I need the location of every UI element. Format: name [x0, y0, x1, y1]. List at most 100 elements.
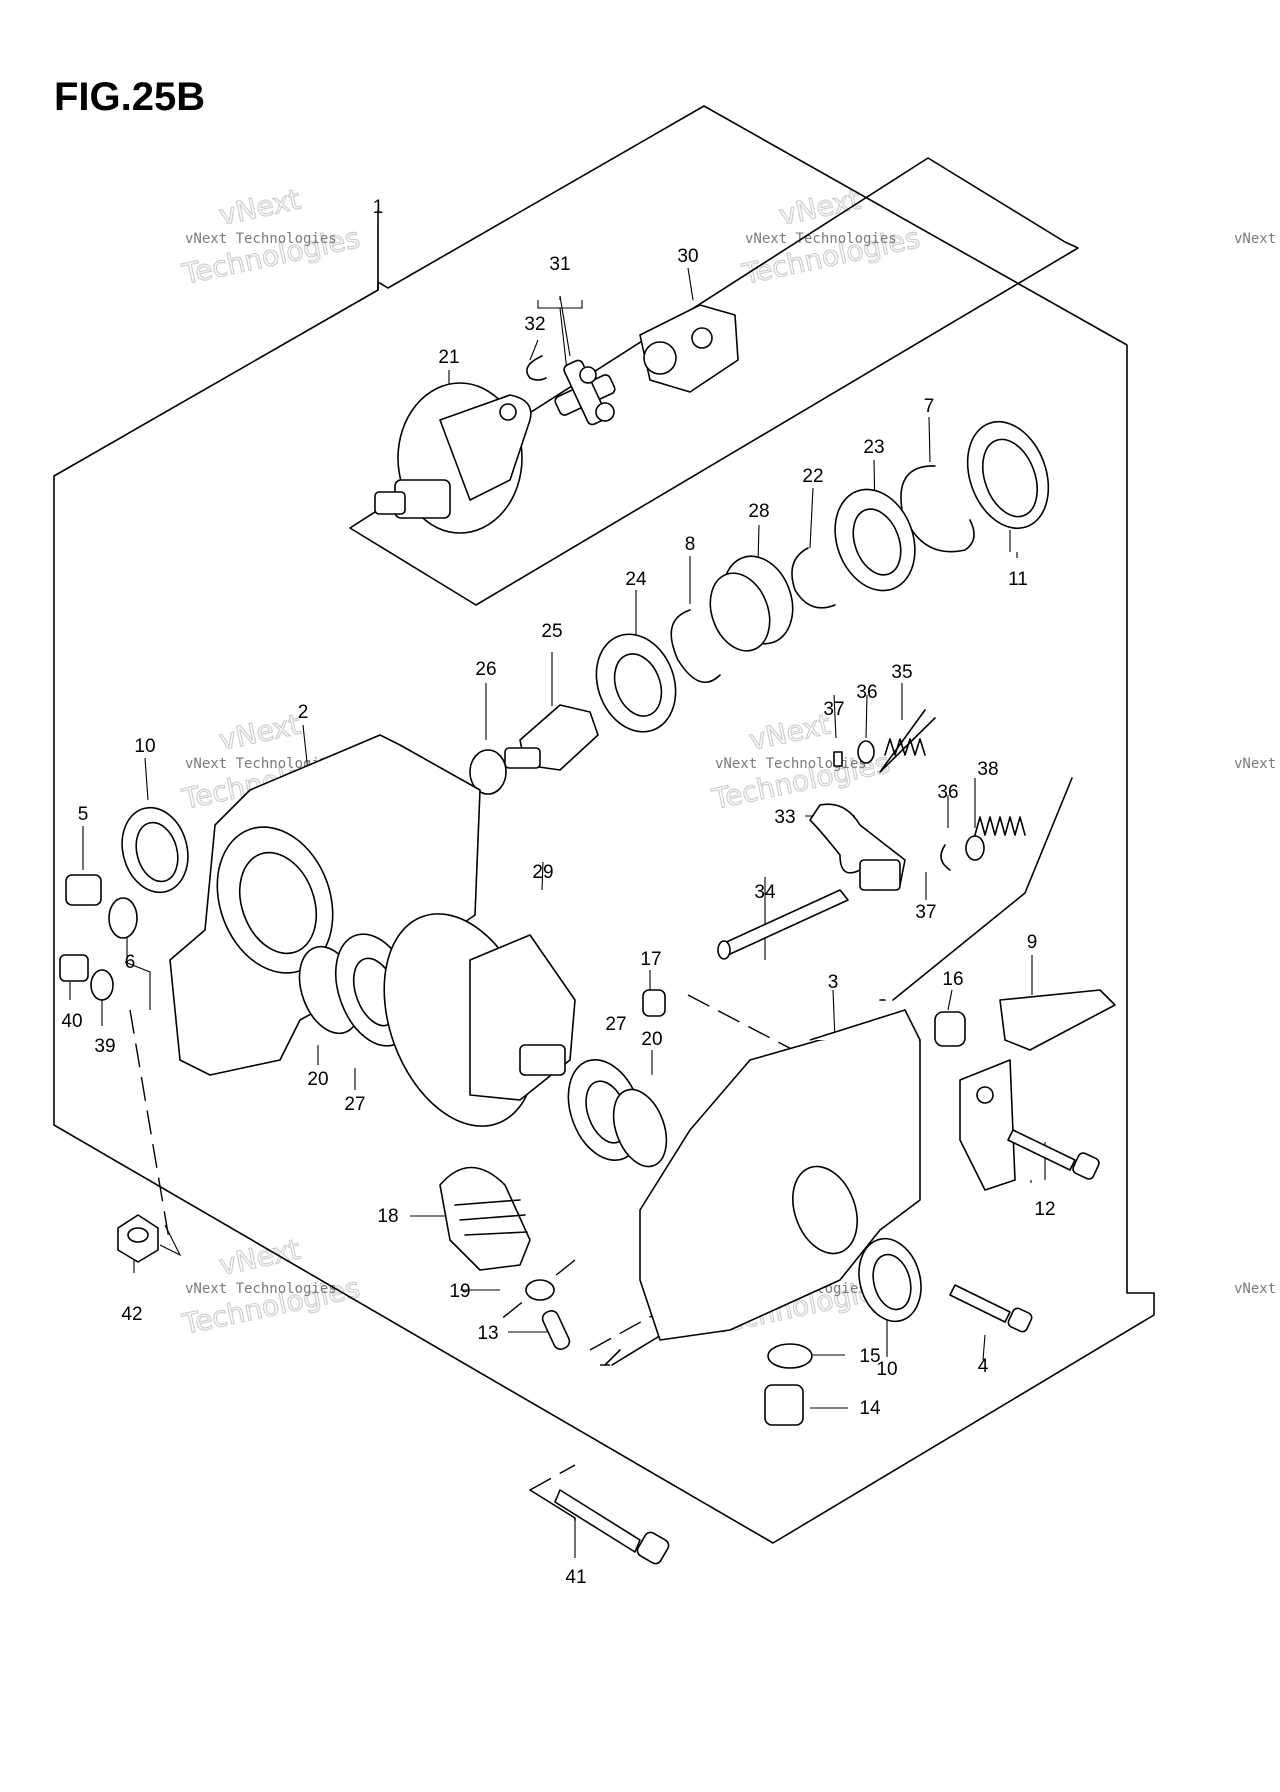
callout-31: 31 [549, 254, 570, 275]
watermark-small: vNext [216, 708, 303, 757]
callout-26: 26 [475, 659, 496, 680]
callout-34: 34 [754, 882, 776, 903]
callout-38: 38 [977, 759, 998, 780]
part-23-bearing [834, 488, 916, 592]
callout-29: 29 [532, 862, 553, 883]
callout-1: 1 [373, 197, 384, 218]
part-22-circlip [791, 547, 836, 609]
watermark-text: vNext Technologies [185, 1281, 337, 1297]
callout-37-top: 37 [823, 699, 844, 720]
part-10-oil-seal-left [121, 806, 189, 894]
watermark-text: vNext Technologies [745, 231, 897, 247]
part-36-washer-bottom [965, 835, 985, 861]
callout-42: 42 [121, 1304, 142, 1325]
watermark-small: vNext [746, 708, 833, 757]
part-24-bearing [595, 633, 677, 733]
part-8-circlip [670, 609, 721, 684]
part-38-spring [974, 816, 1026, 836]
callout-16: 16 [942, 969, 963, 990]
part-41-bolt [554, 1489, 670, 1565]
watermark-text: vNext Technologies [1234, 1281, 1280, 1297]
part-10-oil-seal-right [858, 1237, 922, 1323]
callout-3: 3 [828, 972, 839, 993]
part-12-bolt [1007, 1129, 1100, 1180]
callout-40: 40 [61, 1011, 82, 1032]
part-29-ring-gear [383, 913, 576, 1127]
part-28-needle-bearing [709, 555, 794, 652]
part-25-pinion [504, 704, 599, 771]
part-37-clip-bottom [940, 844, 951, 871]
part-39-washer [90, 969, 114, 1001]
callout-13: 13 [477, 1323, 498, 1344]
callout-20-right: 20 [641, 1029, 662, 1050]
callout-33: 33 [774, 807, 795, 828]
watermark-small: vNext [216, 183, 303, 232]
part-14-drain-plug [764, 1384, 804, 1426]
callout-35: 35 [891, 662, 912, 683]
watermark-text: vNext Technologies [1234, 756, 1280, 772]
callout-21: 21 [438, 347, 459, 368]
callout-27-left: 27 [344, 1094, 365, 1115]
callout-36-top: 36 [856, 682, 877, 703]
part-35-spring [884, 738, 926, 756]
callout-10-left: 10 [134, 736, 155, 757]
part-33-shift-fork [809, 803, 906, 891]
part-31-spider [554, 359, 616, 426]
part-37-clip-top [833, 751, 843, 767]
callout-12: 12 [1034, 1199, 1055, 1220]
watermark-text: vNext Technologies [185, 231, 337, 247]
part-17-collar [642, 989, 666, 1017]
callout-11: 11 [1008, 569, 1028, 590]
callout-7: 7 [924, 396, 935, 417]
watermark-text: vNext Technologies [1234, 231, 1280, 247]
callout-25: 25 [541, 621, 562, 642]
callout-8: 8 [685, 534, 696, 555]
parts [59, 304, 1116, 1565]
callout-41: 41 [565, 1567, 586, 1588]
callout-23: 23 [863, 437, 884, 458]
callout-18: 18 [377, 1206, 398, 1227]
callout-19: 19 [449, 1281, 470, 1302]
callout-17: 17 [640, 949, 661, 970]
callout-15: 15 [859, 1346, 880, 1367]
part-26-needle-bearing [469, 749, 507, 795]
part-7-circlip [900, 465, 975, 553]
part-3-case-right [639, 1009, 921, 1341]
watermark-text: vNext Technologies [185, 756, 337, 772]
callout-2: 2 [298, 702, 309, 723]
callout-5: 5 [78, 804, 89, 825]
callout-37-bottom: 37 [915, 902, 936, 923]
watermark: Technologies vNext vNext Technologies [178, 182, 363, 292]
callout-28: 28 [748, 501, 769, 522]
callout-10-right: 10 [876, 1359, 897, 1380]
watermark-edge: vNext Technologies vNext Technologies vN… [1234, 231, 1280, 1297]
part-34-shift-shaft [717, 889, 849, 960]
part-19-clamp [525, 1279, 555, 1301]
part-6-washer [108, 897, 138, 939]
part-18-boot [439, 1166, 531, 1271]
callout-24: 24 [625, 569, 647, 590]
watermark-text: vNext Technologies [715, 756, 867, 772]
figure-title: FIG.25B [54, 75, 205, 119]
part-9-lever [959, 989, 1116, 1191]
callout-4: 4 [978, 1356, 989, 1377]
callout-20-left: 20 [307, 1069, 328, 1090]
callouts: 1 2 3 4 5 6 7 8 9 10 10 11 12 13 14 15 1… [61, 197, 1055, 1588]
callout-32: 32 [524, 314, 545, 335]
callout-6: 6 [125, 952, 136, 973]
watermark-small: vNext [216, 1233, 303, 1282]
part-42-nut [117, 1214, 159, 1263]
callout-22: 22 [802, 466, 823, 487]
part-5-plug [65, 874, 102, 906]
part-20-oring-right [612, 1088, 668, 1168]
callout-14: 14 [859, 1398, 881, 1419]
callout-27-right: 27 [605, 1014, 626, 1035]
part-11-oil-seal [966, 420, 1050, 530]
part-30-yoke [639, 304, 739, 393]
watermark: Technologies vNext vNext Technologies [738, 182, 923, 292]
part-15-washer [767, 1343, 813, 1369]
leader-lines [69, 222, 1046, 1558]
part-32-snap-ring [526, 355, 547, 381]
part-21-flange-yoke [374, 382, 532, 534]
part-40-plug [59, 954, 89, 982]
